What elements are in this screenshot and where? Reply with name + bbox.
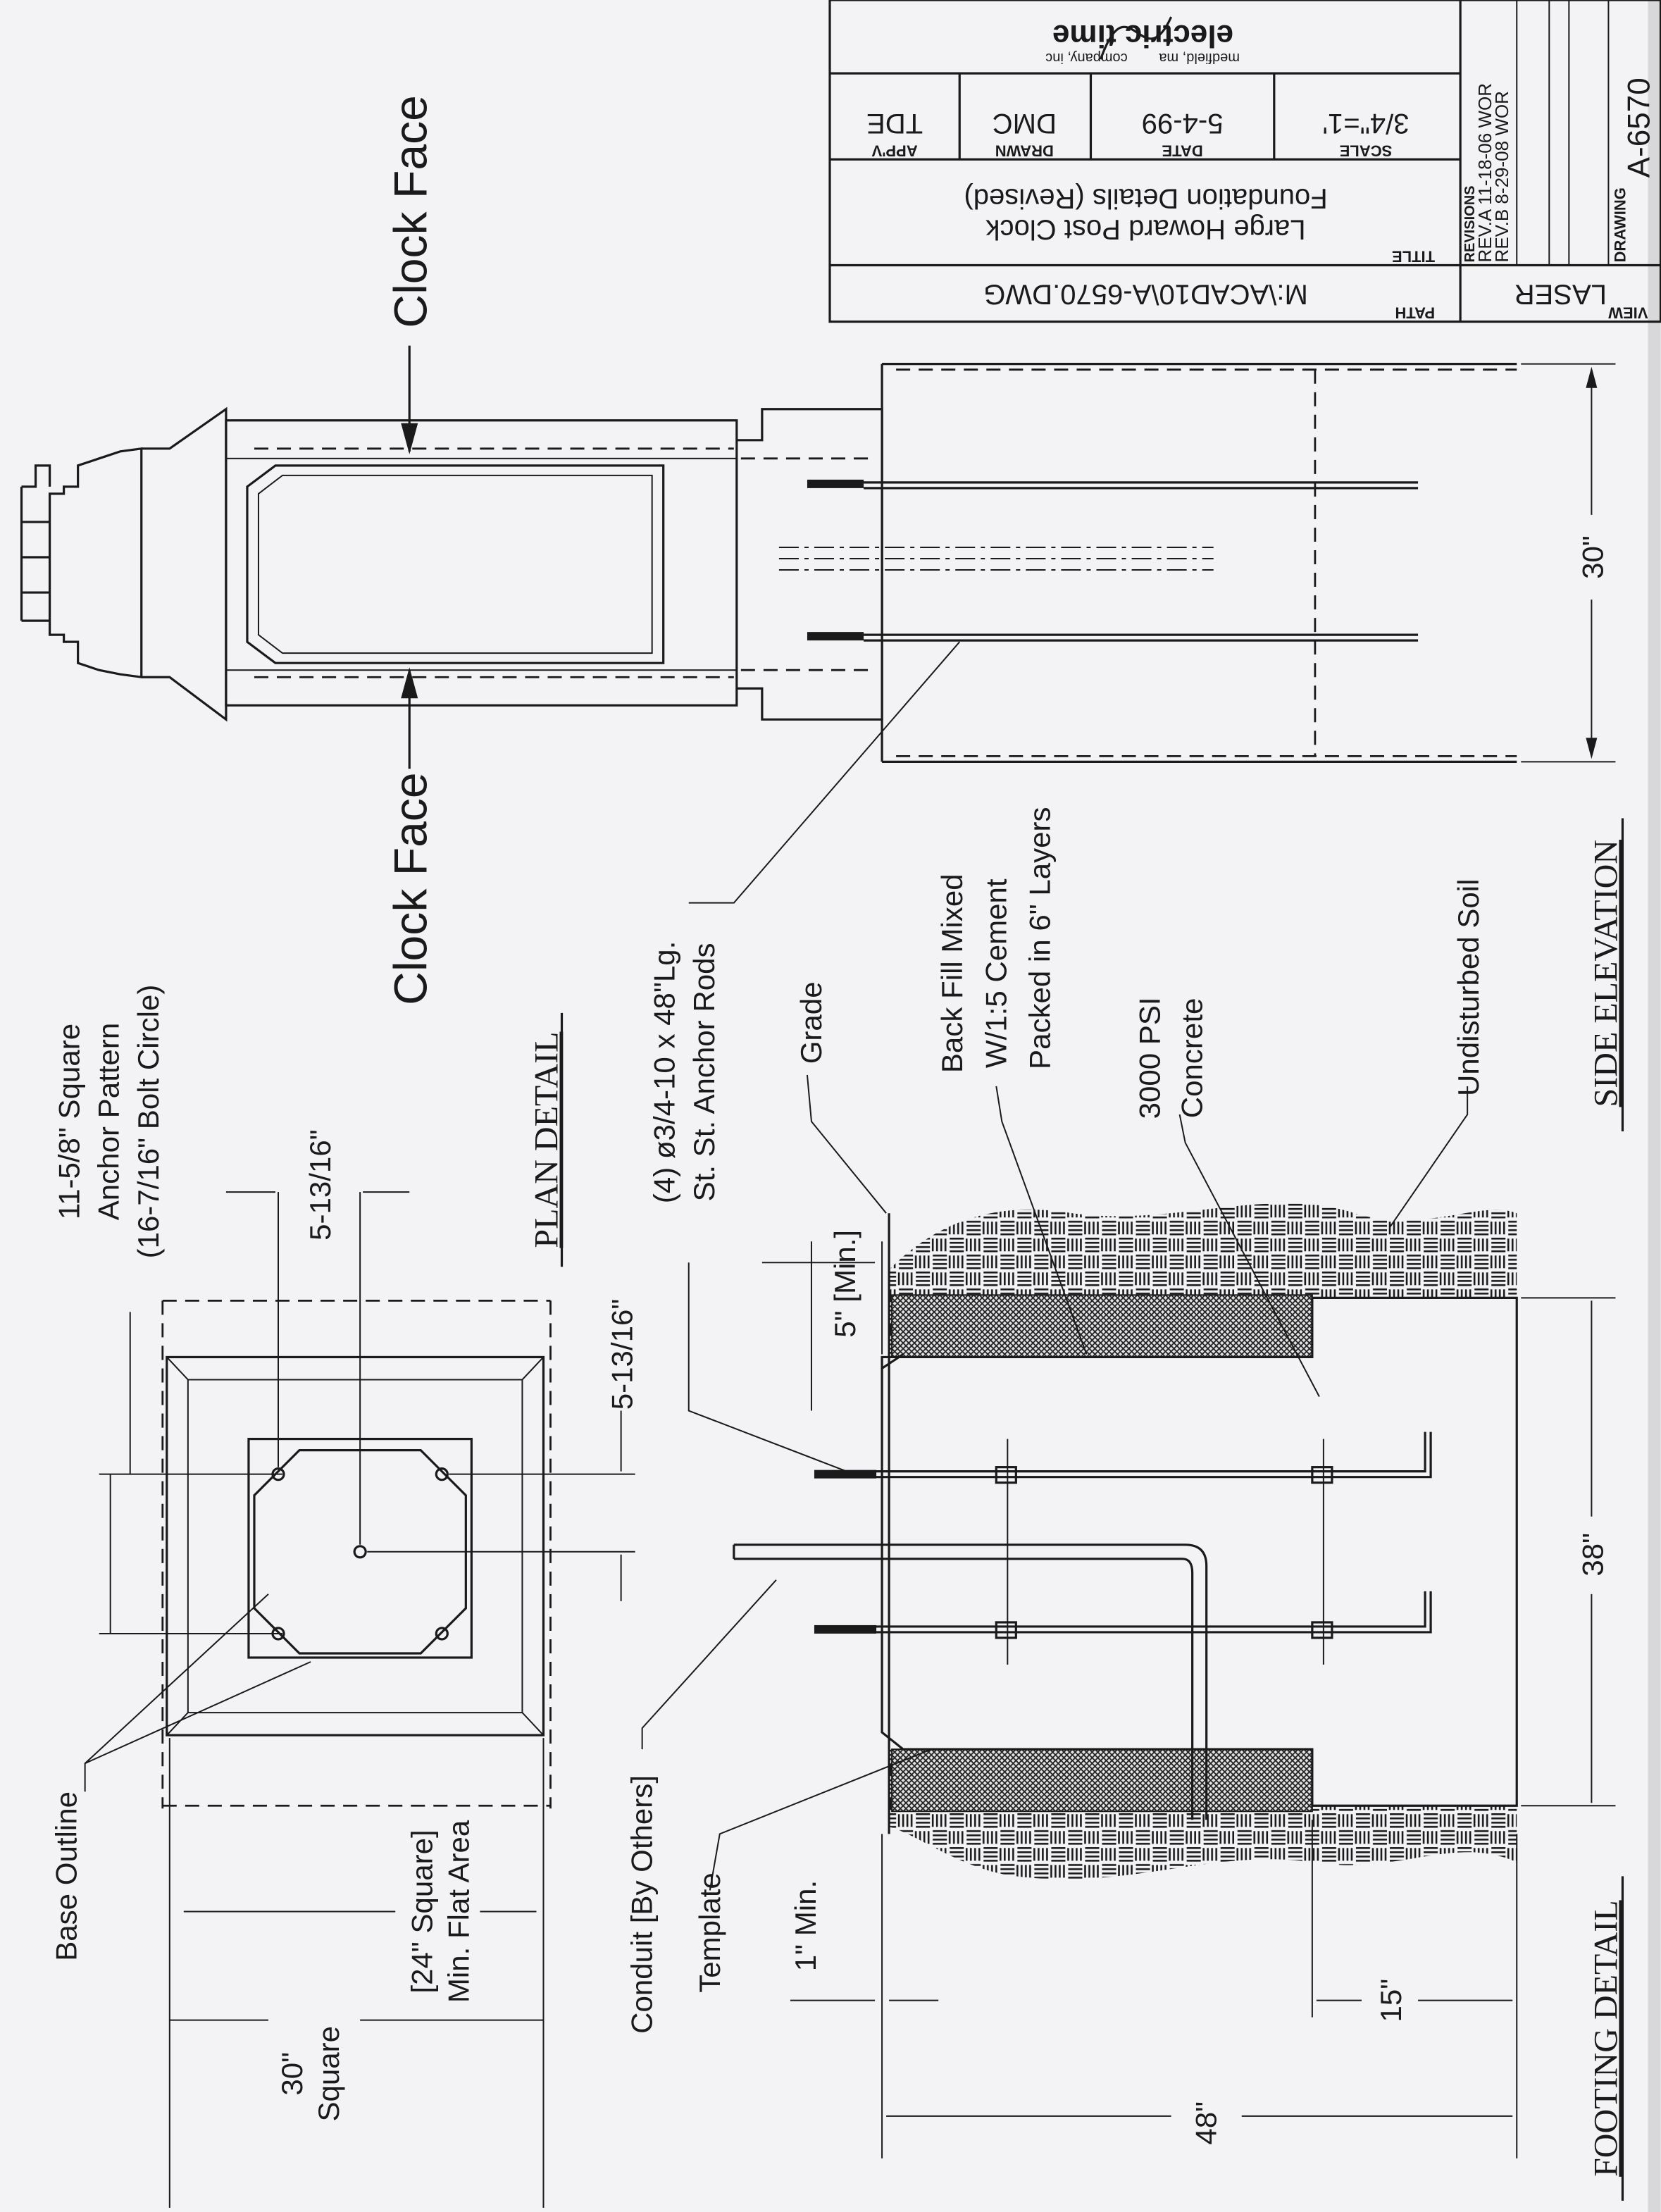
clock-face-callout-top: Clock Face [385, 95, 437, 454]
clock-face-label-bottom: Clock Face [385, 772, 437, 1005]
clock-face-label-top: Clock Face [385, 95, 437, 328]
scale-value: 3/4"=1' [1322, 108, 1409, 139]
anchor-pattern-line-1: 11-5/8" Square [53, 1024, 86, 1219]
path-value: M:\ACAD10\A-6570.DWG [983, 279, 1308, 310]
clock-face-callout-bottom: Clock Face [385, 667, 437, 1005]
anchor-rods-elevation [778, 479, 1419, 642]
anchor-rods-line-1: (4) ø3/4-10 x 48"Lg. [648, 941, 681, 1204]
bolt-holes [271, 1467, 449, 1641]
path-label: PATH [1395, 304, 1435, 322]
min-depth-label: 5" [Min.] [828, 1230, 861, 1338]
dim-side-width-label: 30" [1576, 535, 1609, 579]
date-label: DATE [1162, 142, 1202, 159]
conduit-label: Conduit [By Others] [626, 1775, 659, 2034]
concrete-line-2: Concrete [1176, 998, 1209, 1119]
title-label: TITLE [1392, 247, 1435, 265]
dim-width-label: 48" [1190, 2101, 1223, 2145]
base-octagon [253, 1449, 467, 1655]
footing-detail-heading: FOOTING DETAIL [1587, 1900, 1624, 2176]
plan-detail [84, 1191, 635, 2208]
flat-area-line-2: Min. Flat Area [442, 1820, 475, 2003]
concrete [881, 1296, 1518, 1807]
side-elevation-post [20, 363, 1517, 763]
dim-offset-a: 5-13/16" [304, 1129, 337, 1241]
anchor-pattern-line-3: (16-7/16" Bolt Circle) [132, 985, 165, 1259]
drawn-value: DMC [993, 108, 1057, 139]
base-outline-label: Base Outline [50, 1791, 83, 1961]
dim-depth-label: 38" [1576, 1533, 1609, 1577]
dim-side-30: 30" [1521, 363, 1616, 763]
square-line-1: 30" [275, 2052, 309, 2096]
title-line-2: Foundation Details (Revised) [964, 182, 1327, 213]
backfill-line-1: Back Fill Mixed [935, 874, 969, 1073]
appv-value: TDE [866, 108, 923, 139]
footing-detail [641, 641, 1616, 2158]
concrete-line-1: 3000 PSI [1133, 997, 1167, 1119]
view-value: LASER [1514, 279, 1607, 310]
square-line-2: Square [312, 2026, 345, 2122]
anchor-rods-line-2: St. St. Anchor Rods [688, 943, 721, 1201]
title-block: electric time company, inc medfield, ma … [828, 0, 1661, 323]
appv-label: APP'V [871, 142, 918, 159]
side-elevation-heading: SIDE ELEVATION [1587, 840, 1624, 1107]
backfill-line-3: Packed in 6" Layers [1023, 807, 1056, 1069]
flat-area-line-1: [24" Square] [405, 1829, 438, 1993]
title-line-1: Large Howard Post Clock [985, 213, 1306, 244]
backfill [891, 1294, 1313, 1358]
conduit [733, 1543, 1208, 1820]
arrow-icon [401, 423, 418, 454]
arrow-icon [401, 667, 418, 699]
revision-b: REV.B 8-29-08 WOR [1491, 91, 1512, 262]
company-subtitle-2: medfield, ma [1159, 50, 1240, 66]
dim-offset-b: 5-13/16" [606, 1299, 639, 1410]
template-label: Template [693, 1872, 726, 1993]
backfill-line-2: W/1:5 Cement [979, 878, 1012, 1068]
revision-a: REV.A 11-18-06 WOR [1474, 83, 1495, 262]
plan-detail-heading: PLAN DETAIL [528, 1032, 566, 1248]
grade-label: Grade [795, 981, 828, 1064]
revisions-label: REVISIONS [1462, 185, 1478, 262]
drawn-label: DRAWN [995, 142, 1054, 159]
anchor-pattern-line-2: Anchor Pattern [92, 1023, 125, 1220]
one-inch-min-label: 1" Min. [789, 1880, 822, 1971]
undisturbed-soil-label: Undisturbed Soil [1452, 879, 1485, 1097]
view-label: VIEW [1608, 304, 1648, 322]
logo-wave-icon [1099, 16, 1173, 60]
dim-backfill-label: 15" [1374, 1979, 1407, 2023]
company-logo: electric time company, inc medfield, ma [1045, 16, 1240, 66]
scale-label: SCALE [1340, 142, 1393, 159]
drawing-number: A-6570 [1622, 77, 1656, 178]
drawing-label: DRAWING [1611, 187, 1629, 262]
date-value: 5-4-99 [1142, 108, 1224, 139]
company-subtitle-1: company, inc [1045, 50, 1127, 66]
